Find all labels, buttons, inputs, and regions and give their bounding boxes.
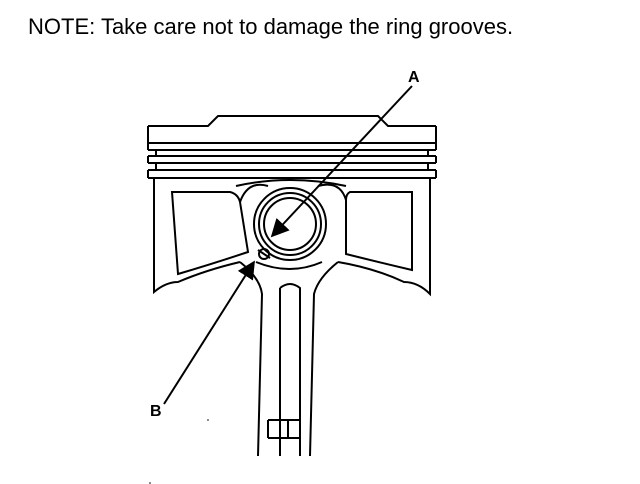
callout-b-label: B	[150, 403, 162, 420]
piston-pin	[253, 187, 327, 261]
piston-skirt	[148, 177, 436, 297]
callout-a-leader	[270, 85, 413, 238]
scan-specks	[149, 419, 209, 484]
note-text: NOTE: Take care not to damage the ring g…	[28, 14, 514, 39]
callout-b-leader	[163, 260, 255, 405]
piston-crown	[147, 115, 437, 144]
ring-grooves	[147, 143, 437, 178]
connecting-rod	[239, 261, 339, 457]
callout-a-label: A	[408, 69, 420, 86]
